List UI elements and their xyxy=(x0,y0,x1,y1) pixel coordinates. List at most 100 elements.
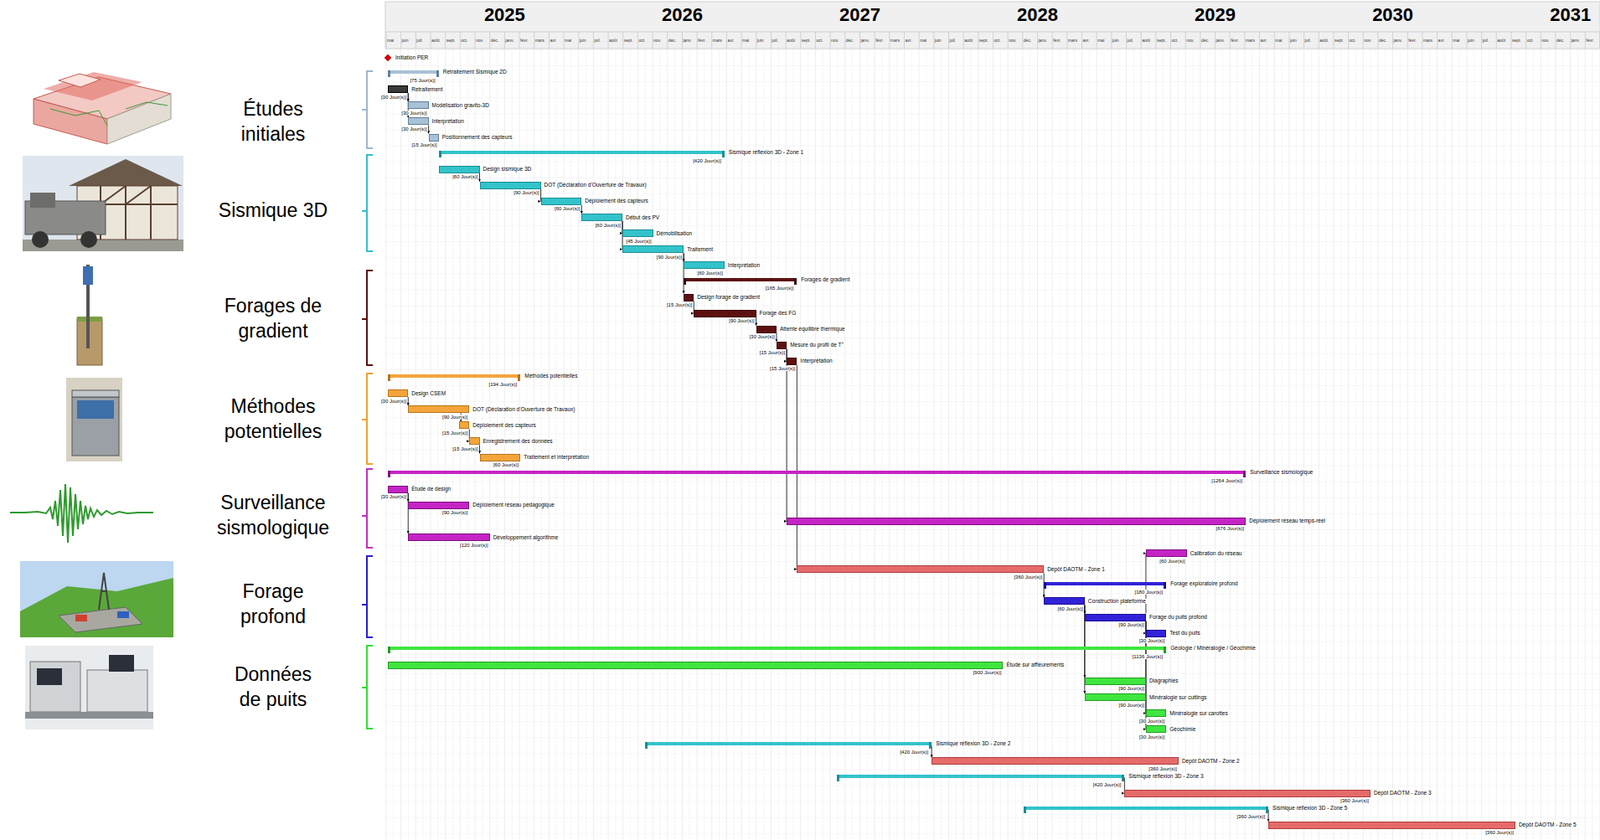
half-month-gridline xyxy=(807,48,809,840)
task-name: Interprétation xyxy=(431,118,465,125)
month-tick xyxy=(1243,31,1245,49)
month-tick xyxy=(696,31,698,49)
summary-cap xyxy=(387,70,391,78)
month-tick xyxy=(1303,31,1305,49)
half-month-gridline xyxy=(955,48,957,840)
task-name: Étude de design xyxy=(410,486,452,493)
task-duration: [30 Jour(s)] xyxy=(748,334,776,340)
row-gridline xyxy=(385,369,1600,371)
task-duration: [360 Jour(s)] xyxy=(1339,798,1370,804)
task-name: Sismique réflexion 3D - Zone 5 xyxy=(1271,805,1348,811)
task-name: Dépôt DAOTM - Zone 1 xyxy=(1046,566,1106,573)
dependency-arrow xyxy=(796,365,798,570)
half-month-gridline xyxy=(836,48,838,840)
month-label: oct. xyxy=(1527,38,1534,43)
month-tick xyxy=(504,31,506,49)
month-gridline xyxy=(1377,48,1379,840)
task-duration: [360 Jour(s)] xyxy=(1147,766,1178,772)
wheel xyxy=(80,231,98,248)
month-tick xyxy=(1347,31,1349,49)
month-label: août xyxy=(431,38,440,43)
task-bar: Design forage de gradient[15 Jour(s)] xyxy=(683,294,694,302)
task-name: Retraitement xyxy=(410,86,444,93)
task-name: Étude sur affleurements xyxy=(1005,662,1065,669)
task-duration: [180 Jour(s)] xyxy=(1134,589,1165,595)
month-tick xyxy=(1214,31,1216,49)
half-month-gridline xyxy=(1073,48,1075,840)
summary-cap xyxy=(1023,806,1027,814)
half-month-gridline xyxy=(659,48,661,840)
seismic-trace xyxy=(10,484,154,543)
month-tick xyxy=(1554,31,1556,49)
instrument-box xyxy=(72,397,119,456)
task-bar: Interprétation[30 Jour(s)] xyxy=(407,117,429,125)
month-label: févr. xyxy=(1585,38,1594,43)
row-gridline xyxy=(385,97,1600,99)
half-month-gridline xyxy=(1104,48,1105,840)
month-gridline xyxy=(1584,48,1586,840)
half-month-gridline xyxy=(1444,48,1446,840)
task-bar: Construction plateforme[60 Jour(s)] xyxy=(1043,597,1085,605)
seismogram-illustration xyxy=(10,484,154,543)
month-gridline xyxy=(770,48,772,840)
half-month-gridline xyxy=(1459,48,1461,840)
lab-machine xyxy=(87,670,148,713)
task-bar: Test du puits[30 Jour(s)] xyxy=(1145,629,1167,638)
summary-cap xyxy=(722,150,725,158)
half-month-gridline xyxy=(645,48,646,840)
month-label: juin xyxy=(1467,38,1475,43)
half-month-gridline xyxy=(1473,48,1475,840)
month-label: oct. xyxy=(815,38,823,43)
task-name: Traitement xyxy=(686,246,714,253)
month-tick xyxy=(652,31,654,49)
summary-bar: Méthodes potentielles[194 Jour(s)] xyxy=(387,374,521,378)
month-tick xyxy=(519,31,521,49)
month-label: janv. xyxy=(1216,38,1225,43)
month-tick xyxy=(859,31,861,49)
month-label: juin xyxy=(1290,38,1297,43)
month-gridline xyxy=(726,48,728,840)
month-gridline xyxy=(711,48,713,840)
month-tick xyxy=(415,31,417,49)
task-name: Design forage de gradient xyxy=(696,294,761,301)
month-tick xyxy=(489,31,491,49)
row-gridline xyxy=(385,545,1600,547)
task-bar: Calibration du réseau[60 Jour(s)] xyxy=(1145,549,1188,558)
month-gridline xyxy=(1170,48,1172,840)
month-gridline xyxy=(992,48,994,840)
half-month-gridline xyxy=(881,48,883,840)
row-gridline xyxy=(385,481,1600,483)
month-label: oct. xyxy=(1349,38,1357,43)
half-month-gridline xyxy=(1340,48,1342,840)
half-month-gridline xyxy=(1118,48,1120,840)
month-gridline xyxy=(1037,48,1038,840)
month-label: avr. xyxy=(727,38,734,43)
half-month-gridline xyxy=(940,48,942,840)
task-name: Forage des FG xyxy=(758,310,798,317)
month-label: janv. xyxy=(1393,38,1403,43)
month-tick xyxy=(918,31,920,49)
month-tick xyxy=(1199,31,1201,49)
task-name: Test du puits xyxy=(1168,630,1202,637)
task-bar: Dépôt DAOTM - Zone 5[360 Jour(s)] xyxy=(1268,821,1516,830)
month-tick xyxy=(977,31,979,49)
summary-cap xyxy=(1121,774,1125,782)
month-gridline xyxy=(400,48,402,840)
month-label: oct. xyxy=(994,38,1002,43)
month-gridline xyxy=(1525,48,1527,840)
month-tick xyxy=(681,31,683,49)
month-tick xyxy=(1229,31,1231,49)
month-tick xyxy=(563,31,565,49)
month-tick xyxy=(666,31,668,49)
dependency-arrow xyxy=(683,252,685,294)
summary-cap xyxy=(1163,582,1167,589)
month-label: mai xyxy=(564,38,572,43)
year-label: 2029 xyxy=(1194,5,1236,25)
row-gridline xyxy=(385,305,1600,307)
month-label: juin xyxy=(757,38,764,43)
drill-rig xyxy=(98,572,109,610)
month-label: janv. xyxy=(1038,38,1048,43)
month-label: mars xyxy=(1245,38,1255,43)
half-month-gridline xyxy=(1044,48,1046,840)
